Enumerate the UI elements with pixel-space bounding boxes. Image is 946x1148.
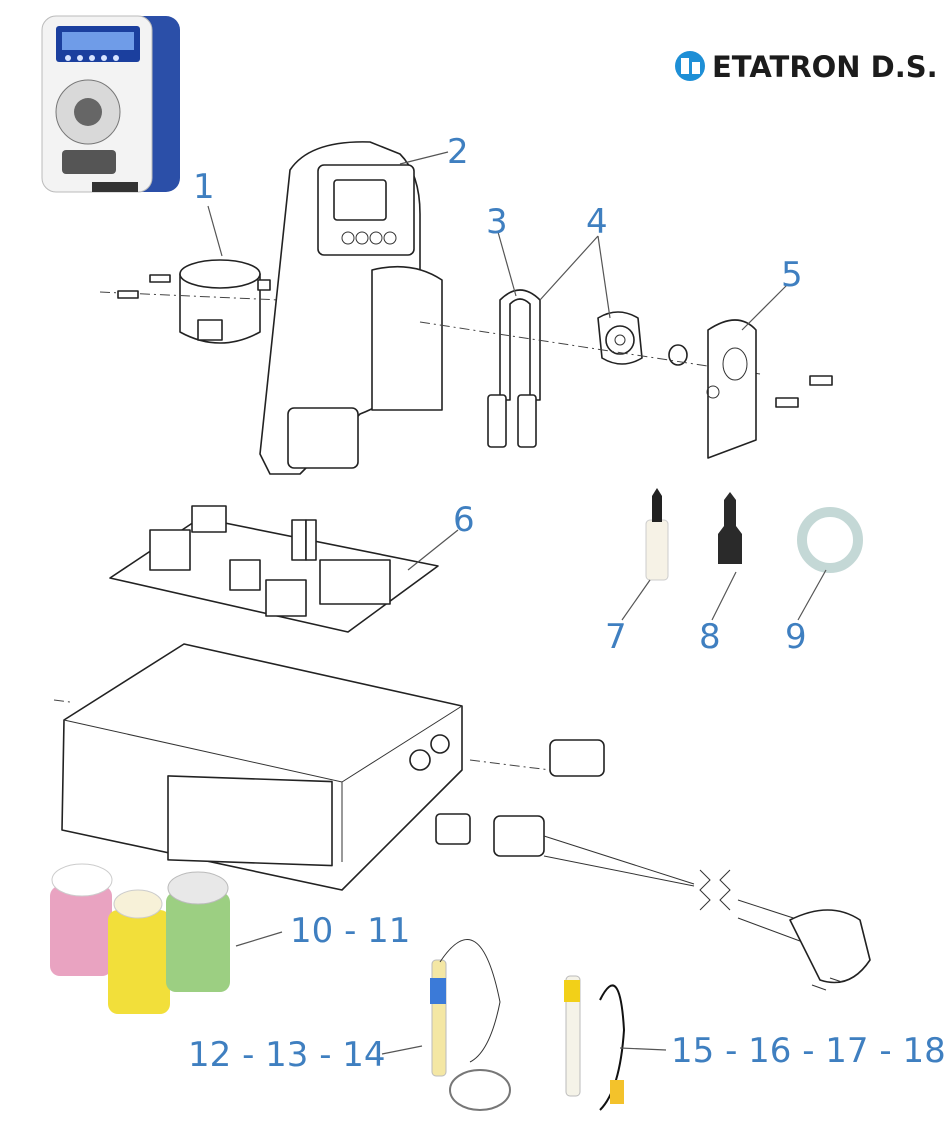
part-tube — [487, 289, 541, 448]
part-rotor — [419, 311, 761, 375]
callout-9: 9 — [785, 617, 807, 657]
part-injection-valve — [645, 488, 669, 581]
part-redox-probe — [564, 975, 626, 1111]
callout-6: 6 — [453, 500, 475, 540]
part-o-ring — [797, 507, 863, 573]
part-cover — [706, 319, 833, 459]
callout-5: 5 — [781, 255, 803, 295]
part-front-housing — [259, 141, 443, 475]
callouts: 1 2 3 4 5 6 7 8 9 10 - 11 12 - 13 - 14 1… — [188, 132, 946, 1075]
pump-photo — [41, 15, 180, 193]
callout-4: 4 — [586, 202, 608, 242]
part-circuit-board — [109, 505, 439, 633]
part-power-cable — [543, 835, 871, 991]
callout-8: 8 — [699, 617, 721, 657]
callout-3: 3 — [486, 202, 508, 242]
part-base-housing — [53, 643, 551, 891]
callout-1: 1 — [193, 167, 215, 207]
etatron-logo: ETATRON D.S. — [675, 50, 938, 84]
callout-12-14: 12 - 13 - 14 — [188, 1035, 386, 1075]
leader-lines — [207, 151, 827, 1055]
part-buffer-solutions — [50, 863, 230, 1014]
callout-7: 7 — [605, 617, 627, 657]
callout-2: 2 — [447, 132, 469, 172]
part-motor — [99, 259, 281, 344]
callout-10-11: 10 - 11 — [290, 911, 410, 951]
etatron-logo-icon — [675, 51, 705, 81]
part-ph-probe — [430, 939, 511, 1111]
callout-15-18: 15 - 16 - 17 - 18 — [671, 1031, 946, 1071]
brand-name: ETATRON D.S. — [712, 50, 938, 84]
part-foot-filter — [718, 492, 742, 564]
